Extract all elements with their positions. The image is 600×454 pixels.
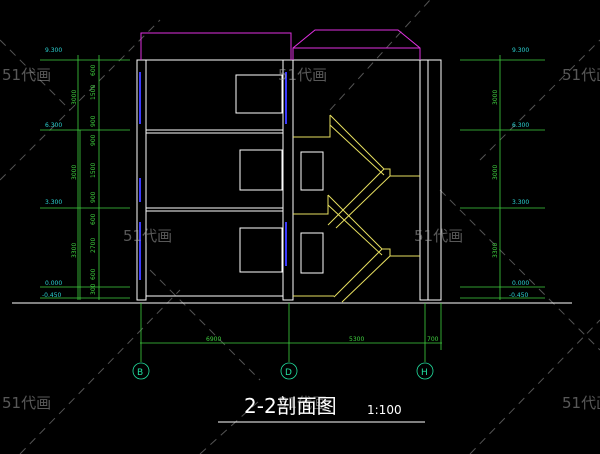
- watermark-text: 51代画: [278, 66, 327, 84]
- right-storey-3000b: 3000: [492, 165, 499, 180]
- left-dim-600c: 600: [90, 268, 97, 280]
- watermark-text: 51代画: [2, 394, 51, 412]
- left-dim-600a: 600: [90, 64, 97, 76]
- dim-bay-2: 5300: [349, 336, 364, 343]
- left-vertical-dims: 600 1500 900 900 1500 900 600 2700 600 3…: [71, 64, 97, 295]
- roof-outline: [140, 29, 421, 60]
- bottom-dimension-line: [140, 303, 442, 362]
- left-storey-3300: 3300: [71, 243, 78, 258]
- dim-bay-3: 700: [427, 336, 439, 343]
- right-storey-3300: 3300: [492, 243, 499, 258]
- left-dim-1500a: 1500: [90, 85, 97, 100]
- left-elev-9300: 9.300: [45, 47, 62, 54]
- dim-bay-1: 6900: [206, 336, 221, 343]
- right-storey-3000a: 3000: [492, 90, 499, 105]
- left-elev-0000: 0.000: [45, 280, 62, 287]
- left-dim-900a: 900: [90, 115, 97, 127]
- left-dim-600b: 600: [90, 213, 97, 225]
- drawing-scale: 1:100: [367, 403, 402, 417]
- left-elev-6300: 6.300: [45, 122, 62, 129]
- staircase: [293, 114, 420, 303]
- left-dim-900c: 900: [90, 191, 97, 203]
- right-elev-0000: 0.000: [512, 280, 529, 287]
- right-elev-6300: 6.300: [512, 122, 529, 129]
- left-dim-300: 300: [90, 283, 97, 295]
- left-dim-2700: 2700: [90, 238, 97, 253]
- axis-bubbles: [132, 362, 434, 380]
- window-glazing: [139, 72, 287, 280]
- left-storey-3000a: 3000: [71, 90, 78, 105]
- right-elev-3300: 3.300: [512, 199, 529, 206]
- left-elev-neg0450: -0.450: [42, 292, 62, 299]
- left-dim-900b: 900: [90, 134, 97, 146]
- right-vertical-dims: 3000 3000 3300: [492, 90, 499, 258]
- axis-bubble-b: [132, 362, 150, 380]
- axis-label-h: H: [421, 368, 428, 378]
- left-dim-1500b: 1500: [90, 163, 97, 178]
- watermark-text: 51代画: [123, 227, 172, 245]
- watermarks: 51代画 51代画 51代画 51代画 51代画 51代画 51代画 51代画: [2, 66, 600, 412]
- axis-bubble-d: [280, 362, 298, 380]
- left-elev-3300: 3.300: [45, 199, 62, 206]
- right-elevation-scale: [460, 55, 545, 300]
- watermark-text: 51代画: [278, 394, 327, 412]
- right-elev-9300: 9.300: [512, 47, 529, 54]
- axis-bubble-h: [416, 362, 434, 380]
- axis-label-d: D: [285, 368, 292, 378]
- drawing-title: 2-2剖面图: [244, 394, 337, 418]
- axis-label-b: B: [137, 368, 143, 378]
- left-elevation-scale: [40, 55, 130, 300]
- watermark-text: 51代画: [562, 66, 600, 84]
- right-elev-neg0450: -0.450: [509, 292, 529, 299]
- watermark-text: 51代画: [562, 394, 600, 412]
- left-storey-3000b: 3000: [71, 165, 78, 180]
- watermark-text: 51代画: [2, 66, 51, 84]
- watermark-text: 51代画: [414, 227, 463, 245]
- building-walls: [136, 59, 442, 301]
